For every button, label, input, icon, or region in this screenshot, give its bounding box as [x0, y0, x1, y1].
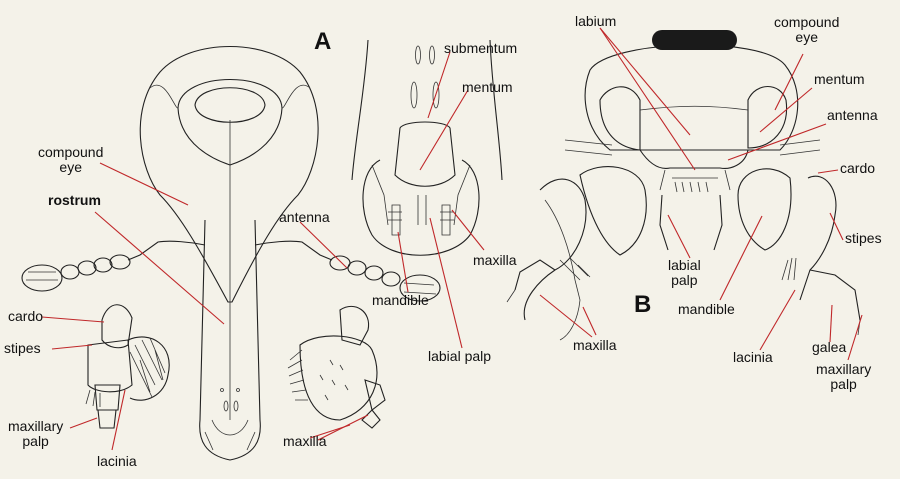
label-b-maxillary-palp: maxillary palp: [816, 361, 872, 392]
label-a-lacinia: lacinia: [97, 453, 137, 469]
underside-inset-drawing: [351, 39, 503, 256]
label-b-antenna: antenna: [827, 107, 878, 123]
maxilla-left-drawing: [85, 304, 170, 429]
label-b-lacinia: lacinia: [733, 349, 773, 365]
leader-lines: [41, 27, 863, 451]
weevil-head-drawing: [21, 45, 441, 461]
label-b-maxilla: maxilla: [573, 337, 617, 353]
label-a-labial-palp: labial palp: [428, 348, 492, 364]
label-a-mentum: mentum: [462, 79, 513, 95]
label-b-labium: labium: [575, 13, 617, 29]
label-b-mandible: mandible: [678, 301, 735, 317]
label-a-cardo: cardo: [8, 308, 44, 324]
panel-letter-b: B: [634, 291, 652, 318]
label-a-maxilla-lower: maxilla: [283, 433, 327, 449]
label-a-mandible: mandible: [372, 292, 429, 308]
panel-b-head-drawing: [506, 30, 861, 341]
panel-letter-a: A: [314, 28, 332, 55]
label-b-mentum: mentum: [814, 71, 865, 87]
label-b-galea: galea: [812, 339, 847, 355]
label-a-maxilla-upper: maxilla: [473, 252, 517, 268]
label-b-stipes: stipes: [845, 230, 882, 246]
maxilla-right-drawing: [287, 305, 386, 429]
label-a-rostrum: rostrum: [48, 192, 101, 208]
label-b-cardo: cardo: [840, 160, 876, 176]
label-a-antenna: antenna: [279, 209, 330, 225]
label-a-compound-eye: compound eye: [38, 144, 104, 175]
label-a-submentum: submentum: [444, 40, 518, 56]
label-b-labial-palp: labial palp: [668, 257, 701, 288]
label-a-maxillary-palp: maxillary palp: [8, 418, 64, 449]
label-b-compound-eye: compound eye: [774, 14, 840, 45]
label-a-stipes: stipes: [4, 340, 41, 356]
